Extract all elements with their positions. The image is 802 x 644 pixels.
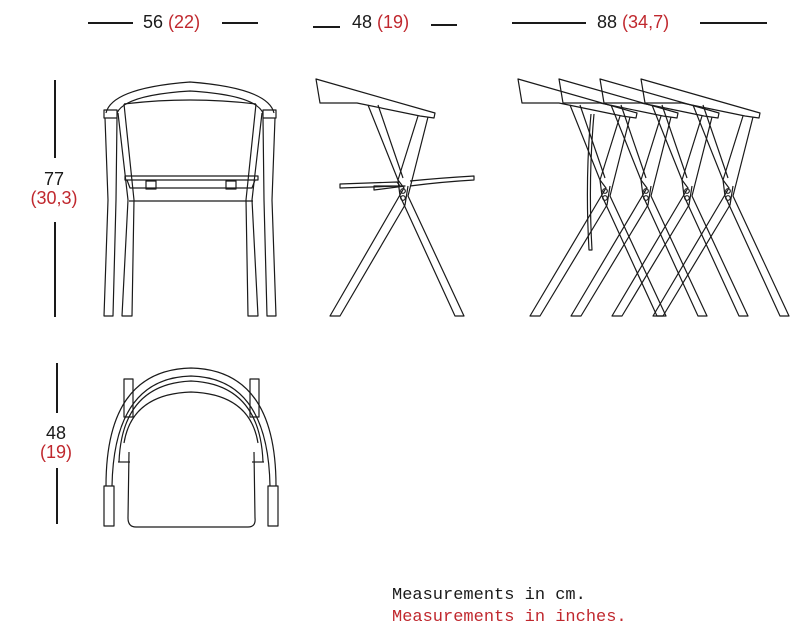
dim-line-side-left: [313, 26, 340, 28]
dim-stacked-depth-cm: 88: [597, 12, 618, 32]
dim-top-depth-inches: (19): [39, 442, 72, 462]
dim-height-cm: 77: [43, 169, 65, 189]
dim-line-height-bottom: [54, 222, 56, 317]
dim-top-depth: 48 (19): [28, 424, 84, 462]
dim-line-stack-left: [512, 22, 586, 24]
dim-height-inches: (30,3): [30, 188, 78, 208]
dim-line-front-left: [88, 22, 133, 24]
chair-stacked-view: [517, 78, 790, 317]
dim-stacked-depth-inches: (34,7): [622, 12, 670, 32]
dim-line-stack-right: [700, 22, 767, 24]
dim-stacked-depth: 88 (34,7): [597, 12, 669, 32]
dim-line-topdepth-bottom: [56, 468, 58, 524]
dim-front-width-cm: 56: [143, 12, 164, 32]
chair-side-view: [315, 78, 475, 317]
dim-top-depth-cm: 48: [45, 423, 67, 443]
dim-front-width-inches: (22): [168, 12, 201, 32]
dim-side-depth: 48 (19): [352, 12, 409, 32]
dim-front-width: 56 (22): [143, 12, 200, 32]
dim-line-side-right: [431, 24, 457, 26]
note-inches: Measurements in inches.: [392, 608, 627, 627]
chair-front-view: [103, 81, 277, 317]
chair-top-view: [103, 367, 279, 528]
dim-line-front-right: [222, 22, 258, 24]
dim-line-height-top: [54, 80, 56, 158]
dim-side-depth-cm: 48: [352, 12, 373, 32]
dim-line-topdepth-top: [56, 363, 58, 413]
dim-side-depth-inches: (19): [377, 12, 410, 32]
note-cm: Measurements in cm.: [392, 586, 586, 605]
dim-height: 77 (30,3): [18, 170, 90, 208]
